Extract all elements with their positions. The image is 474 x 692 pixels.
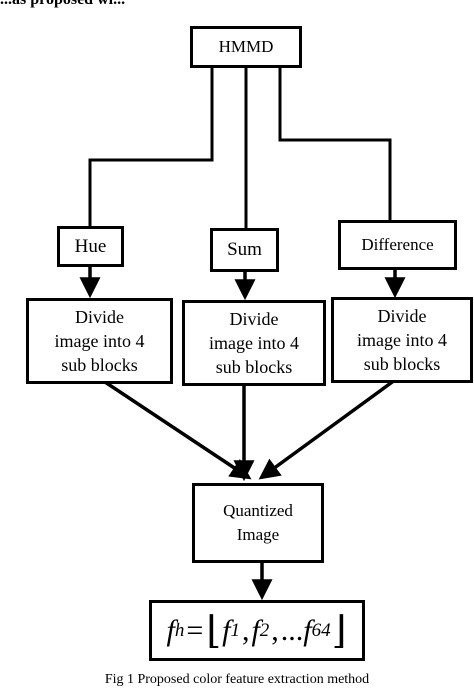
divide-line-1: Divide <box>229 309 279 329</box>
formula-term-2-subscript: 2 <box>259 619 270 641</box>
hmmd-box: HMMD <box>190 26 302 68</box>
formula-lhs-subscript: h <box>174 619 185 641</box>
sum-box: Sum <box>210 228 279 272</box>
difference-box: Difference <box>338 220 457 270</box>
formula-left-floor-bracket: ⌊ <box>206 610 222 652</box>
quantized-image-box: Quantized Image <box>192 483 324 563</box>
difference-label: Difference <box>361 235 434 254</box>
formula-lhs: f <box>166 613 175 647</box>
hmmd-label: HMMD <box>218 37 274 56</box>
divide-box-hue: Divide image into 4 sub blocks <box>26 298 173 384</box>
formula-ellipsis: ... <box>280 613 304 647</box>
divide-line-2: image into 4 <box>209 333 299 353</box>
figure-caption: Fig 1 Proposed color feature extraction … <box>104 672 370 687</box>
divide-line-2: image into 4 <box>357 330 447 350</box>
connector-hmmd-difference <box>278 66 392 222</box>
connector-hmmd-hue <box>88 66 214 228</box>
sum-label: Sum <box>227 239 262 260</box>
formula-term-3: f <box>303 613 312 647</box>
hue-label: Hue <box>74 235 107 257</box>
divide-box-sum: Divide image into 4 sub blocks <box>182 300 326 386</box>
formula-term-3-subscript: 64 <box>311 619 331 641</box>
quantized-line-2: Image <box>236 525 280 544</box>
hue-box: Hue <box>57 226 124 267</box>
quantized-line-1: Quantized <box>223 501 293 520</box>
formula-equals: = <box>186 613 204 647</box>
divide-box-difference: Divide image into 4 sub blocks <box>331 297 473 383</box>
divide-line-1: Divide <box>74 307 124 327</box>
divide-line-2: image into 4 <box>54 331 145 351</box>
divide-line-3: sub blocks <box>363 354 441 374</box>
formula-term-2: f <box>251 613 260 647</box>
divide-line-3: sub blocks <box>61 355 138 375</box>
divide-line-1: Divide <box>377 306 427 326</box>
arrow-divide-3-quantized <box>258 378 397 480</box>
arrow-divide-1-quantized <box>104 380 252 480</box>
formula-term-1-subscript: 1 <box>230 619 240 641</box>
divide-line-3: sub blocks <box>215 357 293 377</box>
formula-term-1: f <box>222 613 231 647</box>
clipped-header-text: ...as proposed wi... <box>0 0 125 9</box>
formula-right-floor-bracket: ⌋ <box>331 610 347 652</box>
